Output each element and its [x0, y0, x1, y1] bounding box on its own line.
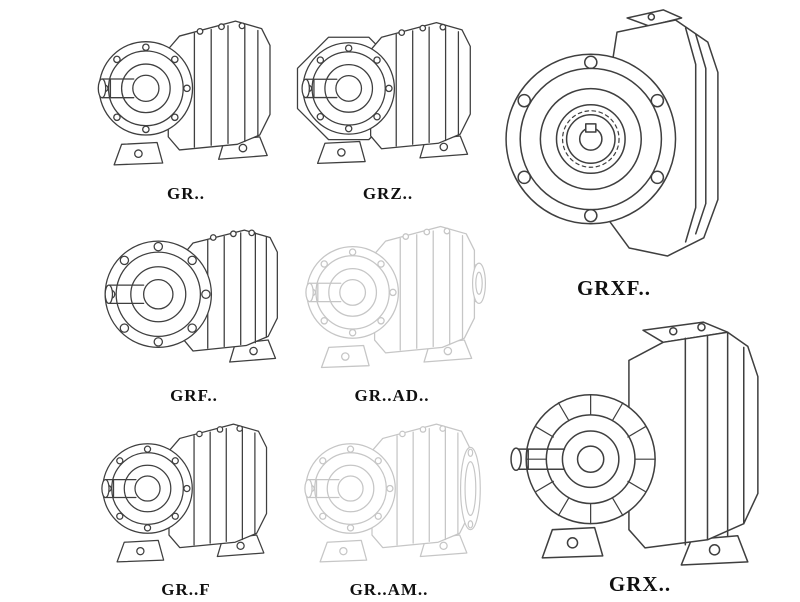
figure-label-grx: GRX.. [608, 572, 672, 596]
gearbox-gr-am-drawing-icon [290, 408, 481, 578]
figure-label-gr-f: GR..F [161, 580, 211, 599]
figure-label-grz: GRZ.. [362, 184, 414, 203]
figure-label-gr: GR.. [167, 184, 205, 203]
figure-label-gr-ad: GR..AD.. [354, 386, 430, 405]
gearbox-grx-drawing-icon [492, 300, 788, 572]
gearbox-gr-ad-drawing-icon [292, 210, 487, 384]
figure-label-grf: GRF.. [170, 386, 218, 405]
figure-gr-am: GR..AM.. [290, 408, 488, 602]
figure-label-grxf: GRXF.. [576, 276, 652, 300]
figure-label-gr-am: GR..AM.. [349, 580, 429, 599]
figure-gr-ad: GR..AD.. [292, 210, 492, 408]
gearbox-gr-f-drawing-icon [88, 408, 284, 578]
gearbox-grf-drawing-icon [94, 210, 294, 384]
figure-gr: GR.. [88, 4, 284, 206]
figure-grz: GRZ.. [292, 4, 484, 206]
figure-grf: GRF.. [94, 210, 294, 408]
gearbox-gr-drawing-icon [88, 4, 284, 182]
gearbox-grz-drawing-icon [296, 4, 484, 182]
figure-gr-f: GR..F [88, 408, 284, 602]
figure-grxf: GRXF.. [498, 0, 730, 300]
figure-grx: GRX.. [492, 300, 788, 596]
gearbox-grxf-drawing-icon [498, 0, 730, 276]
